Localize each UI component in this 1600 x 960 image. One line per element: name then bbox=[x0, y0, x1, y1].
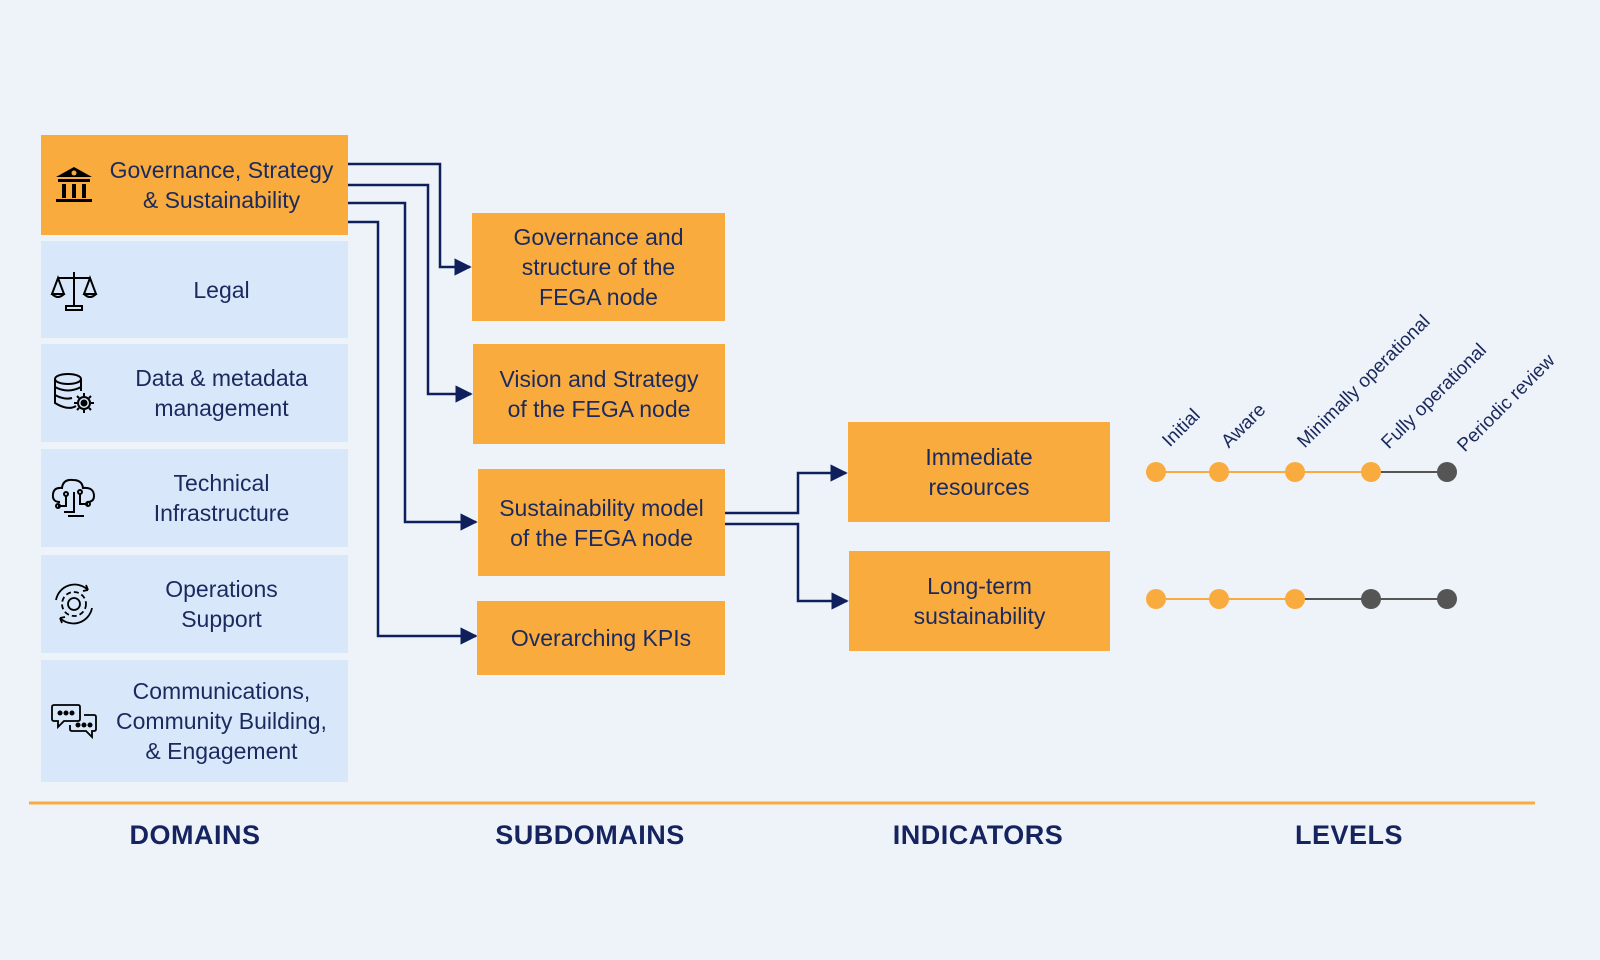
heading-indicators: INDICATORS bbox=[892, 820, 1064, 850]
subdomain-overarching-kpis[interactable]: Overarching KPIs bbox=[477, 601, 725, 675]
domain-label-legal: Legal bbox=[193, 276, 250, 303]
level-dot bbox=[1146, 462, 1166, 482]
domain-label-communications: Communications, Community Building, & En… bbox=[116, 678, 327, 764]
domain-label-technical: Technical Infrastructure bbox=[153, 470, 290, 526]
level-tracks bbox=[1146, 462, 1457, 609]
indicator-long-term-sustainability[interactable]: Long-term sustainability bbox=[849, 551, 1110, 651]
gear-cycle-icon bbox=[55, 583, 93, 625]
subdomain-governance-structure[interactable]: Governance and structure of the FEGA nod… bbox=[472, 213, 725, 321]
level-dot bbox=[1361, 462, 1381, 482]
connector-vision bbox=[348, 183, 473, 403]
level-dot bbox=[1285, 589, 1305, 609]
subdomain-label-overarching-kpis: Overarching KPIs bbox=[510, 625, 692, 651]
level-dot bbox=[1437, 589, 1457, 609]
indicator-immediate-resources[interactable]: Immediate resources bbox=[848, 422, 1110, 522]
heading-domains: DOMAINS bbox=[129, 820, 261, 850]
level-dot bbox=[1209, 462, 1229, 482]
chat-bubbles-icon bbox=[51, 704, 97, 740]
level-dot bbox=[1361, 589, 1381, 609]
connector-immediate bbox=[725, 464, 848, 515]
domain-label-governance: Governance, Strategy & Sustainability bbox=[109, 157, 334, 213]
domain-data-metadata[interactable]: Data & metadata management bbox=[41, 344, 348, 442]
subdomain-label-governance-structure: Governance and structure of the FEGA nod… bbox=[513, 224, 684, 310]
connector-longterm bbox=[725, 522, 849, 610]
scales-icon bbox=[50, 271, 98, 311]
domain-technical[interactable]: Technical Infrastructure bbox=[41, 449, 348, 547]
subdomain-label-sustainability-model: Sustainability model of the FEGA node bbox=[499, 494, 704, 551]
level-dot bbox=[1146, 589, 1166, 609]
level-dot bbox=[1285, 462, 1305, 482]
cloud-circuit-icon bbox=[51, 478, 96, 517]
domain-governance[interactable]: Governance, Strategy & Sustainability bbox=[41, 135, 348, 235]
level-dot bbox=[1209, 589, 1229, 609]
indicator-label-long-term-sustainability: Long-term sustainability bbox=[913, 573, 1046, 629]
subdomain-vision-strategy[interactable]: Vision and Strategy of the FEGA node bbox=[473, 344, 725, 444]
heading-levels: LEVELS bbox=[1294, 820, 1404, 850]
level-dot bbox=[1437, 462, 1457, 482]
domain-communications[interactable]: Communications, Community Building, & En… bbox=[41, 660, 348, 782]
connector-sustainability bbox=[348, 201, 478, 531]
heading-subdomains: SUBDOMAINS bbox=[495, 820, 685, 850]
domain-label-operations: Operations Support bbox=[165, 576, 278, 632]
connector-governance bbox=[348, 162, 472, 276]
subdomain-sustainability-model[interactable]: Sustainability model of the FEGA node bbox=[478, 469, 725, 576]
domain-operations[interactable]: Operations Support bbox=[41, 555, 348, 653]
indicator-label-immediate-resources: Immediate resources bbox=[925, 444, 1033, 500]
domain-legal[interactable]: Legal bbox=[41, 241, 348, 338]
database-gear-icon bbox=[54, 373, 94, 413]
connector-kpis bbox=[348, 220, 478, 645]
institution-icon bbox=[56, 167, 92, 202]
domain-label-data-metadata: Data & metadata management bbox=[135, 365, 308, 421]
subdomain-label-vision-strategy: Vision and Strategy of the FEGA node bbox=[499, 366, 699, 422]
